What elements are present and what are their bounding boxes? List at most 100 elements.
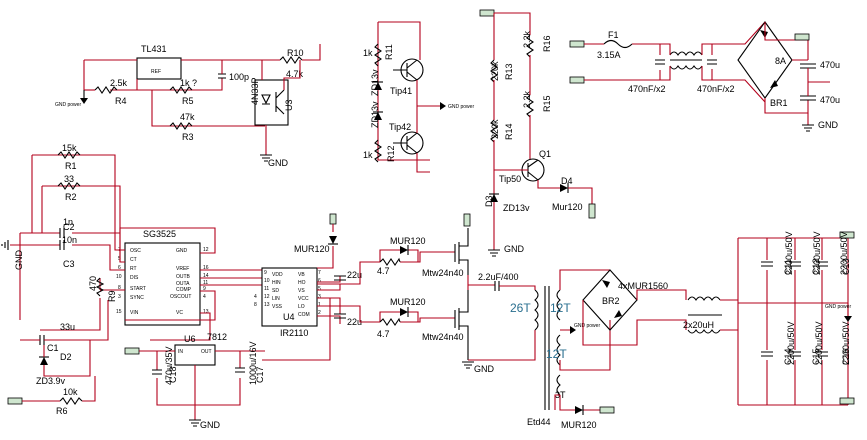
d2-name: ZD3.9v [36,376,66,386]
r15-ref: R15 [542,95,552,112]
sg3525-pin-left-4: START [130,286,146,292]
r9-ref: R9 [107,290,117,302]
sg3525-pin-left-6: VIN [130,310,139,316]
q1-ref: Q1 [539,149,551,159]
gnd-label-startup: GND [504,244,525,254]
r3-resistor [169,122,193,130]
c12-ref: C12 [811,258,821,275]
r13-ref: R13 [504,63,514,80]
c1-cap [39,335,45,345]
r1-ref: R1 [65,161,77,171]
ir2110-pin-r4: LO [298,304,305,310]
ir2110-pinnum-12: 8 [254,302,257,308]
c16-ref: C16 [841,348,851,365]
ir2110-pinnum-6: 6 [318,278,321,284]
tl431-ref-pin: REF [151,69,161,75]
ir2110-body [261,267,318,327]
mosfet-lo-label: Mtw24n40 [422,332,464,342]
transformer-aux [556,374,561,396]
gnd-power-label-2: GND power [448,104,474,110]
transformer-secondaries [556,289,561,366]
u6-out: OUT [201,349,212,355]
r16-value: 2.2k [522,30,532,48]
bulk-cap-top-label: 470u [820,60,840,70]
gnd-symbol-startup [488,249,500,257]
r6-value: 10k [63,387,78,397]
driver-caps [334,275,346,319]
c3-value: 10n [62,235,77,245]
bridge2-ref: BR2 [602,296,620,306]
zener-mid-icon [374,112,382,120]
ir2110-name: IR2110 [280,328,308,338]
port-top [479,9,495,17]
r4-value: 2.5k [110,78,128,88]
sg3525-pinnum-r5: 4 [203,294,206,300]
boot-diode-icon [329,236,337,244]
mur-hi-label: MUR120 [390,236,426,246]
output-cap-bank [761,261,828,357]
gnd-power-arrow-3 [570,326,576,334]
ir2110-pin-r2: VS [298,288,305,294]
sg3525-pinnum-l5: 3 [118,294,121,300]
c1-value: 33u [60,322,75,332]
ir2110-pin-r1: HO [298,280,306,286]
opto-ref: U3 [284,99,294,111]
sg3525-pin-left-5: SYNC [130,295,144,301]
lo-gate-resistor [379,317,401,326]
d4-ref: D4 [561,176,573,186]
gnd-label-reg: GND [200,420,221,430]
mur-lo-label: MUR120 [390,297,426,307]
hi-gate-resistor [379,257,401,266]
port-out-minus [839,397,855,405]
fuse-value: 3.15A [597,50,621,60]
r2-value: 33 [64,174,74,184]
filter-caps-right-label: 470nF/x2 [697,84,735,94]
mosfet-lo-icon [454,290,469,360]
port-r6 [7,397,23,405]
cap-100p-label: 100p [229,72,249,82]
u6-name: 7812 [207,332,227,342]
filter-caps-left-label: 470nF/x2 [628,84,666,94]
r12-ref: R12 [386,145,396,162]
sg3525-pin-right-3: OUTA [176,281,190,287]
tip42-label: Tip42 [389,122,411,132]
r1-value: 15k [62,143,77,153]
c1-ref: C1 [47,343,59,353]
bulk-cap-top [800,63,816,69]
r11-ref: R11 [384,44,394,60]
u6-ref: U6 [184,334,196,344]
mains-section: F1 3.15A 470nF/x2 470nF/x2 8A BR1 470u 4… [569,21,840,132]
mur-boot-label: MUR120 [294,244,330,254]
sg3525-pinnum-r1: 16 [203,265,209,271]
cap-series-label: 2.2uF/400 [478,272,519,282]
transformer-core [544,286,550,410]
r3-ref: R3 [182,132,194,142]
sg3525-pinnum-l6: 15 [116,309,122,315]
transformer-primary [534,289,539,331]
d4-name: Mur120 [552,202,583,212]
sg3525-pin-right-6: VC [176,310,183,316]
sg3525-name: SG3525 [143,229,176,239]
startup-section: 220k R13 220k R14 2.2k R16 2.2k R15 Q1 T… [479,9,596,257]
port-reg-in [124,347,140,355]
r6-ref: R6 [56,406,68,416]
ir2110-ref: U4 [283,312,295,322]
ir2110-pinnum-2: 11 [264,286,269,292]
zener-d2-icon [40,357,48,365]
c17-ref: C17 [255,366,265,383]
filter-cap-right [707,59,717,65]
sg3525-pin-left-2: RT [130,266,137,272]
mosfet-hi-icon [454,228,469,275]
zd-top-label: ZD13v [370,69,380,96]
totem-section: 1k R11 ZD13v Tip41 Tip42 GND power ZD13v… [363,21,474,173]
r-gate-hi-label: 4.7 [377,266,390,276]
tl431-body [136,57,182,80]
d3-ref: D3 [484,195,494,207]
bulk-cap-bottom-label: 470u [820,95,840,105]
c11-ref: C11 [783,259,793,275]
r4-ref: R4 [115,96,127,106]
q1-name: Tip50 [499,174,521,184]
tl431-label: TL431 [141,44,167,54]
ir2110-pinnum-7: 5 [318,286,321,292]
sg3525-pinnum-l3: 10 [116,274,122,280]
